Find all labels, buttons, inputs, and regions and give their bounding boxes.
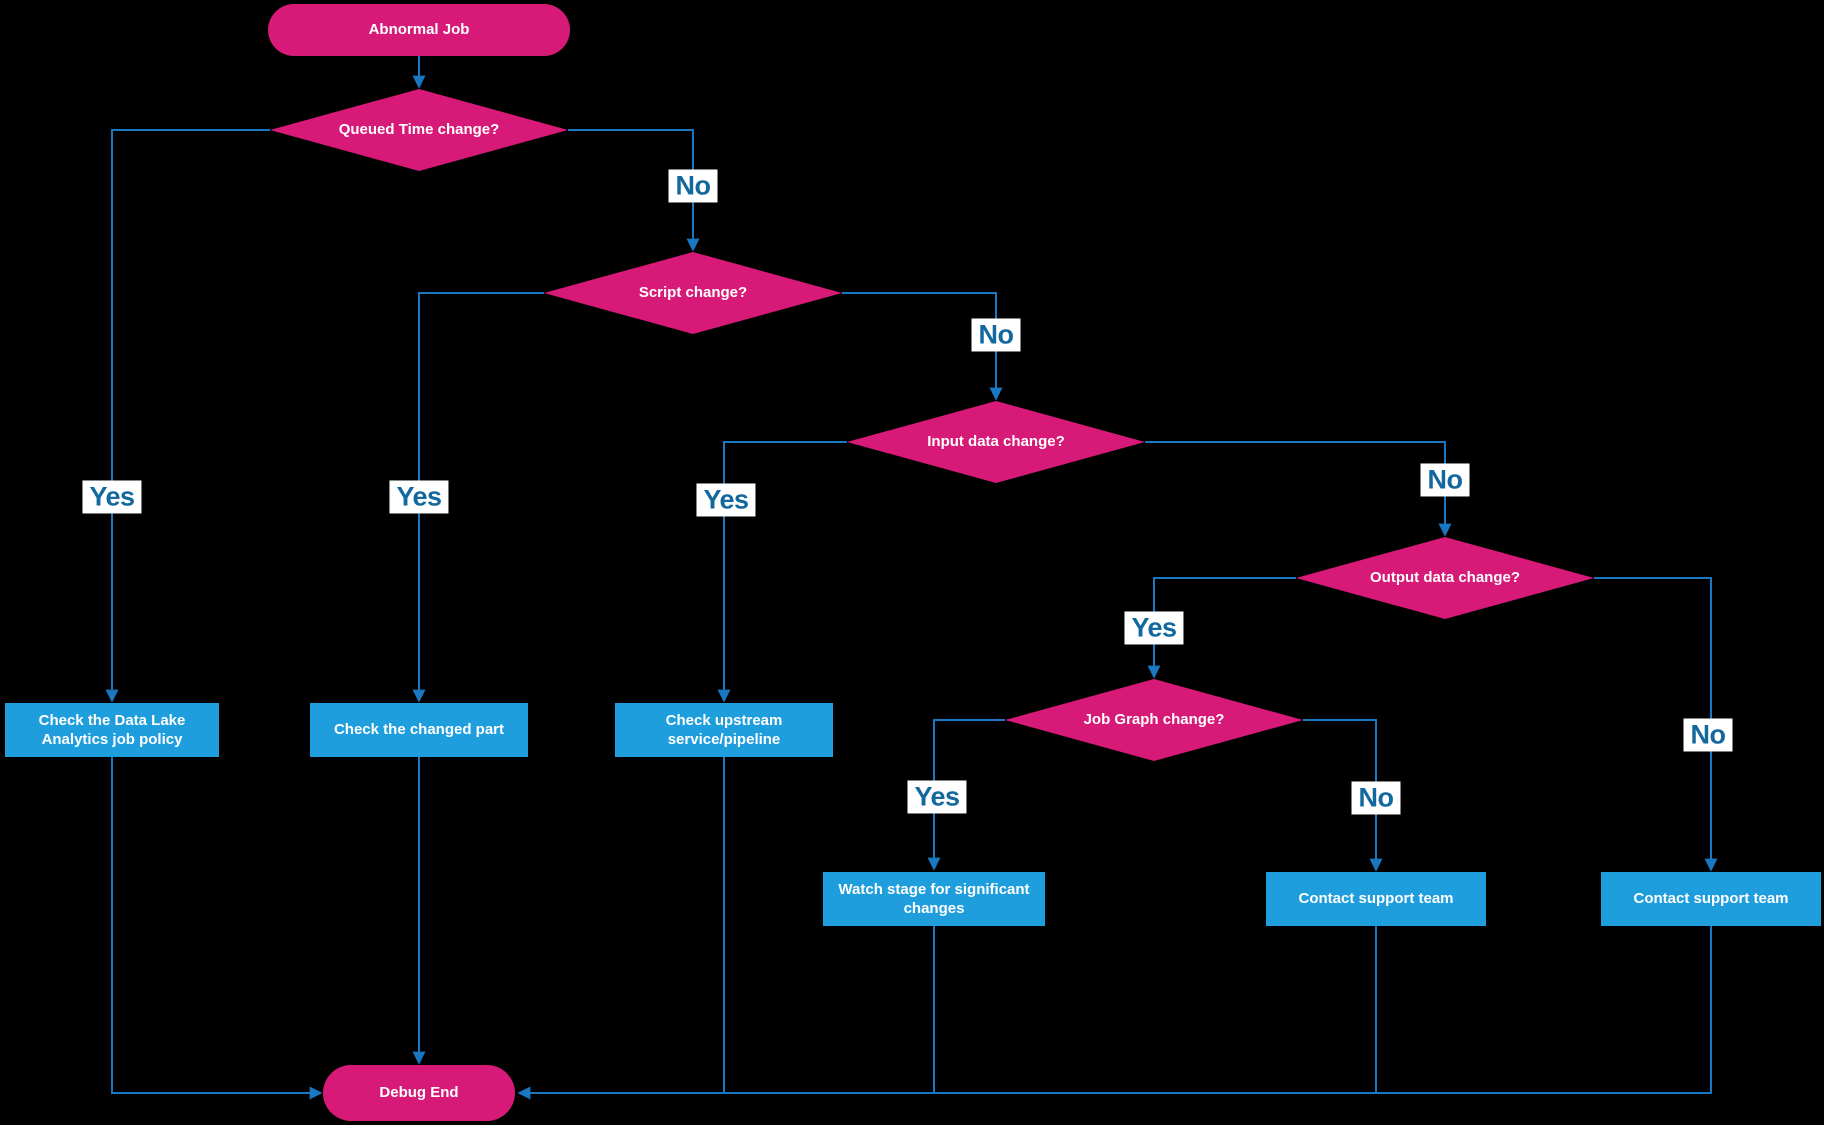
decision-input-data-label: Input data change?	[927, 433, 1065, 451]
branch-no-input-data: No	[1420, 463, 1470, 497]
branch-yes-output-data: Yes	[1124, 611, 1184, 645]
node-process-contact-support-1: Contact support team	[1266, 872, 1486, 926]
process-job-policy-label: Check the Data Lake Analytics job policy	[38, 711, 186, 749]
node-start-label: Abnormal Job	[368, 21, 470, 39]
decision-output-data-label: Output data change?	[1370, 569, 1520, 587]
branch-no-queued-time: No	[668, 169, 718, 203]
branch-yes-queued-time: Yes	[82, 480, 142, 514]
node-start: Abnormal Job	[268, 4, 570, 56]
process-upstream-label: Check upstream service/pipeline	[665, 711, 783, 749]
node-process-changed-part: Check the changed part	[310, 703, 528, 757]
decision-script-label: Script change?	[638, 284, 748, 302]
branch-no-script: No	[971, 318, 1021, 352]
decision-job-graph-label: Job Graph change?	[1083, 711, 1225, 729]
node-process-upstream: Check upstream service/pipeline	[615, 703, 833, 757]
branch-no-output-data: No	[1683, 718, 1733, 752]
node-process-job-policy: Check the Data Lake Analytics job policy	[5, 703, 219, 757]
branch-yes-input-data: Yes	[696, 483, 756, 517]
node-process-contact-support-2: Contact support team	[1601, 872, 1821, 926]
branch-yes-script: Yes	[389, 480, 449, 514]
node-end: Debug End	[323, 1065, 515, 1121]
branch-no-job-graph: No	[1351, 781, 1401, 815]
process-contact-support-1-label: Contact support team	[1298, 890, 1454, 908]
branch-yes-job-graph: Yes	[907, 780, 967, 814]
decision-queued-time-label: Queued Time change?	[338, 121, 500, 139]
process-changed-part-label: Check the changed part	[333, 721, 505, 739]
node-process-watch-stage: Watch stage for significant changes	[823, 872, 1045, 926]
process-watch-stage-label: Watch stage for significant changes	[838, 880, 1030, 918]
node-end-label: Debug End	[379, 1084, 459, 1102]
process-contact-support-2-label: Contact support team	[1633, 890, 1789, 908]
